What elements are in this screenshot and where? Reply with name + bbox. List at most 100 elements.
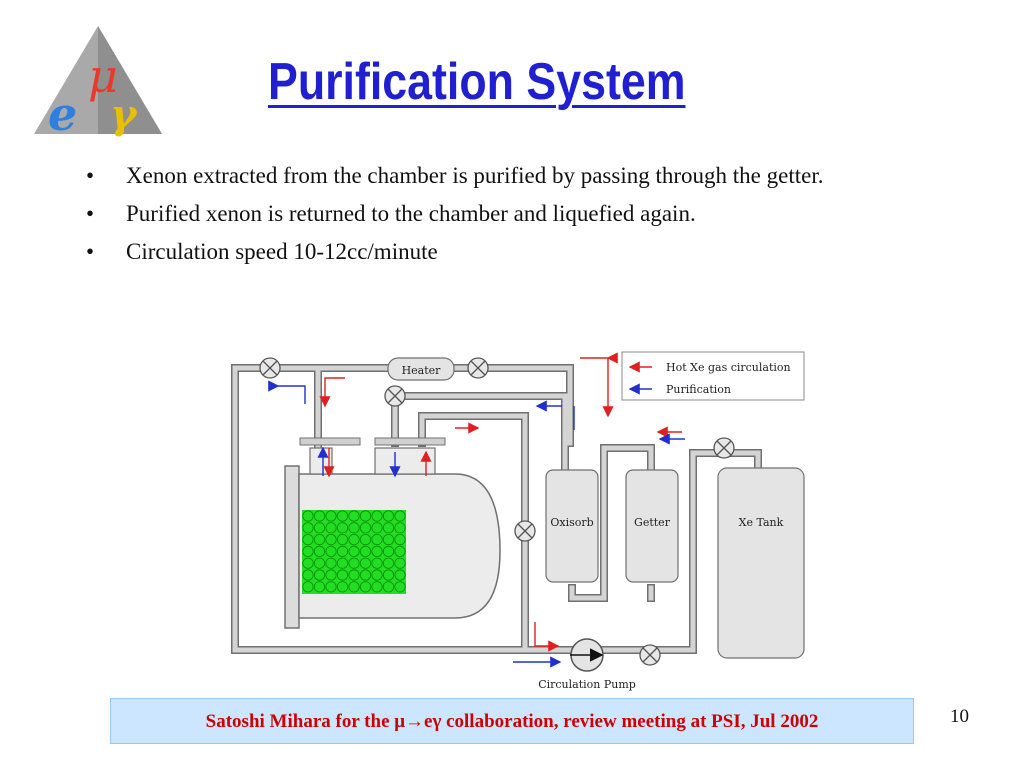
bullet-dot: • bbox=[86, 239, 95, 264]
pmt-cell bbox=[302, 545, 314, 557]
pmt-cell bbox=[336, 545, 349, 557]
pmt-cell bbox=[394, 510, 406, 522]
pmt-cell bbox=[313, 545, 326, 557]
pmt-cell bbox=[336, 534, 349, 546]
pmt-cell bbox=[302, 557, 314, 569]
bullet-item: • Circulation speed 10-12cc/minute bbox=[82, 236, 942, 267]
pmt-cell bbox=[325, 545, 337, 557]
pmt-cell bbox=[371, 522, 383, 534]
valve-icon[interactable] bbox=[467, 357, 489, 379]
pmt-cell bbox=[371, 569, 383, 581]
pmt-cell bbox=[359, 510, 372, 522]
flow-arrows bbox=[268, 352, 685, 668]
bullet-text: Xenon extracted from the chamber is puri… bbox=[126, 163, 824, 188]
xe-tank-body bbox=[717, 467, 805, 659]
valve-icon[interactable] bbox=[713, 437, 735, 459]
pmt-cell bbox=[302, 522, 314, 534]
pmt-cell bbox=[394, 569, 406, 581]
logo-e-symbol: e bbox=[48, 87, 77, 140]
pmt-cell bbox=[382, 522, 395, 534]
pmt-cell bbox=[359, 545, 372, 557]
pmt-cell bbox=[313, 581, 326, 593]
heater-label: Heater bbox=[402, 364, 442, 377]
purification-arrow bbox=[268, 380, 306, 404]
heater: Heater bbox=[387, 357, 455, 381]
bullet-list: • Xenon extracted from the chamber is pur… bbox=[82, 160, 942, 274]
pmt-cell bbox=[302, 510, 314, 522]
legend-purification-label: Purification bbox=[666, 383, 731, 396]
valves bbox=[259, 357, 735, 666]
pmt-cell bbox=[325, 557, 337, 569]
legend-hot-label: Hot Xe gas circulation bbox=[666, 361, 791, 374]
valve-icon[interactable] bbox=[259, 357, 281, 379]
pmt-cell bbox=[359, 581, 372, 593]
pmt-cell bbox=[348, 510, 360, 522]
pmt-cell bbox=[359, 569, 372, 581]
detector-vessel bbox=[284, 437, 501, 629]
getter-body bbox=[625, 469, 679, 583]
page-number: 10 bbox=[950, 706, 969, 727]
circulation-pump: Circulation Pump bbox=[538, 638, 636, 691]
diagram-legend: Hot Xe gas circulation Purification bbox=[621, 351, 805, 401]
slide-footer: Satoshi Mihara for the μ→eγ collaboratio… bbox=[110, 698, 914, 744]
pmt-cell bbox=[348, 545, 360, 557]
getter-label: Getter bbox=[634, 516, 671, 529]
xe-tank-label: Xe Tank bbox=[739, 516, 784, 529]
pmt-cell bbox=[313, 510, 326, 522]
pmt-cell bbox=[313, 522, 326, 534]
pmt-cell bbox=[336, 510, 349, 522]
pmt-cell bbox=[348, 557, 360, 569]
pmt-cell bbox=[325, 522, 337, 534]
logo-triangle-shade bbox=[98, 26, 162, 134]
vessel-lid-right bbox=[374, 437, 446, 446]
pmt-cell bbox=[348, 569, 360, 581]
pmt-cell bbox=[359, 557, 372, 569]
pmt-cell bbox=[371, 545, 383, 557]
pmt-cell bbox=[382, 557, 395, 569]
pmt-cell bbox=[313, 534, 326, 546]
oxisorb: Oxisorb bbox=[545, 469, 599, 583]
pmt-cell bbox=[359, 534, 372, 546]
pmt-cell bbox=[313, 557, 326, 569]
logo-mu-symbol: μ bbox=[88, 49, 118, 103]
pmt-cell bbox=[313, 569, 326, 581]
purification-diagram: Heater Oxisorb Getter Xe Tank Circulatio… bbox=[231, 351, 805, 691]
valve-icon[interactable] bbox=[384, 385, 406, 407]
pmt-cell bbox=[394, 581, 406, 593]
bullet-text: Circulation speed 10-12cc/minute bbox=[126, 239, 438, 264]
mu-e-gamma-logo: μ e γ bbox=[34, 26, 162, 140]
bullet-item: • Purified xenon is returned to the chamb… bbox=[82, 198, 942, 229]
pmt-cell bbox=[394, 522, 406, 534]
bullet-dot: • bbox=[86, 201, 95, 226]
pmt-cell bbox=[348, 581, 360, 593]
logo-gamma-symbol: γ bbox=[110, 91, 138, 138]
bullet-item: • Xenon extracted from the chamber is pur… bbox=[82, 160, 942, 191]
bullet-text: Purified xenon is returned to the chambe… bbox=[126, 201, 696, 226]
oxisorb-body bbox=[545, 469, 599, 583]
vessel-lid-left bbox=[299, 437, 361, 446]
pmt-cell bbox=[302, 534, 314, 546]
getter: Getter bbox=[625, 469, 679, 583]
legend-box bbox=[621, 351, 805, 401]
bullet-dot: • bbox=[86, 163, 95, 188]
vessel-flange bbox=[284, 465, 300, 629]
pmt-cell bbox=[336, 581, 349, 593]
pmt-cell bbox=[394, 534, 406, 546]
pmt-cell bbox=[371, 557, 383, 569]
xe-tank: Xe Tank bbox=[717, 467, 805, 659]
pmt-cell bbox=[371, 581, 383, 593]
pmt-cell bbox=[348, 534, 360, 546]
pmt-cell bbox=[382, 534, 395, 546]
pmt-array bbox=[302, 510, 406, 594]
pmt-cell bbox=[325, 510, 337, 522]
hot-flow-arrow bbox=[319, 377, 345, 408]
hot-flow-arrow bbox=[534, 622, 560, 652]
pmt-cell bbox=[325, 581, 337, 593]
pmt-cell bbox=[302, 569, 314, 581]
pmt-cell bbox=[302, 581, 314, 593]
pmt-cell bbox=[336, 569, 349, 581]
pmt-cell bbox=[371, 510, 383, 522]
valve-icon[interactable] bbox=[639, 644, 661, 666]
valve-icon[interactable] bbox=[514, 520, 536, 542]
heater-body bbox=[387, 357, 455, 381]
